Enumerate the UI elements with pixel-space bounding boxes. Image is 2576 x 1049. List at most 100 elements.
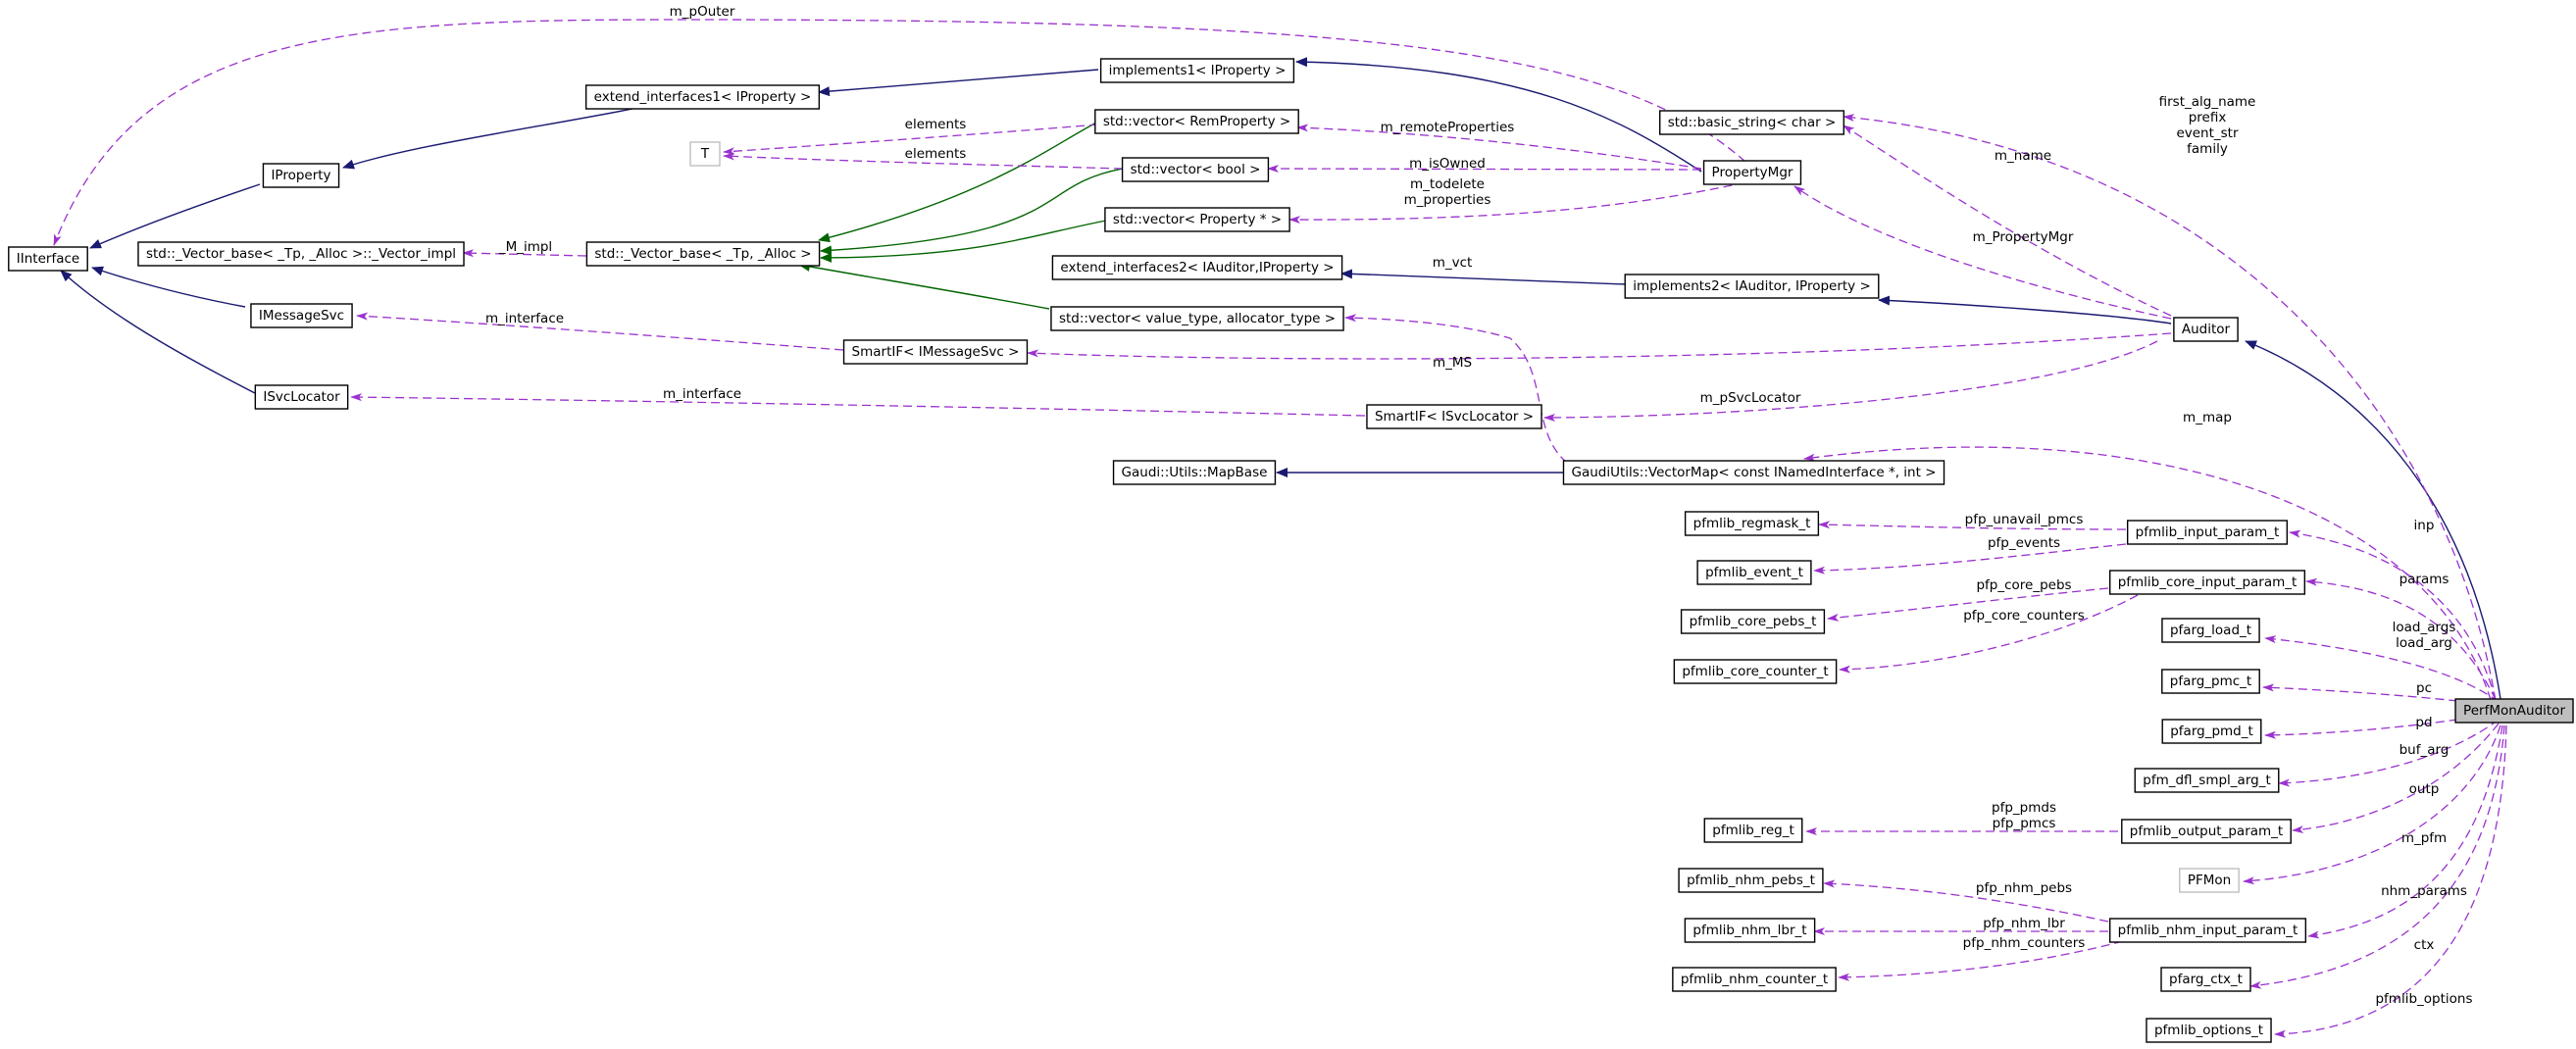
label-pfp_unavail_pmcs: pfp_unavail_pmcs [1965,512,2084,527]
edge-auditor-strings [1843,114,2497,702]
node-T[interactable]: T [689,141,721,167]
node-imessagesvc[interactable]: IMessageSvc [250,303,353,328]
edge-iproperty-to-iinterface [89,183,261,249]
node-vector-remproperty[interactable]: std::vector< RemProperty > [1094,109,1299,134]
node-vector-property[interactable]: std::vector< Property * > [1104,207,1290,232]
node-pfarg-load[interactable]: pfarg_load_t [2161,618,2260,643]
node-pfarg-ctx[interactable]: pfarg_ctx_t [2160,967,2251,992]
label-elements-bool: elements [905,146,967,162]
edge-inp [2289,529,2497,701]
node-nhm-input-param[interactable]: pfmlib_nhm_input_param_t [2108,918,2307,943]
edge-pfp_core_counters [1839,594,2139,674]
node-vectormap[interactable]: GaudiUtils::VectorMap< const INamedInter… [1562,460,1945,485]
svg-text:PropertyMgr: PropertyMgr [1712,165,1793,180]
node-implements2[interactable]: implements2< IAuditor, IProperty > [1624,274,1880,299]
node-input-param[interactable]: pfmlib_input_param_t [2126,520,2289,545]
node-vector-bool[interactable]: std::vector< bool > [1121,157,1270,182]
node-nhm-pebs[interactable]: pfmlib_nhm_pebs_t [1678,868,1824,893]
svg-text:extend_interfaces1< IProperty: extend_interfaces1< IProperty > [594,89,812,105]
edge-imsgsvc-to-iinterface [91,266,246,308]
node-auditor[interactable]: Auditor [2173,317,2239,342]
node-implements1[interactable]: implements1< IProperty > [1099,58,1295,83]
svg-text:IMessageSvc: IMessageSvc [259,308,344,324]
node-mapbase[interactable]: Gaudi::Utils::MapBase [1112,460,1277,485]
node-core-pebs[interactable]: pfmlib_core_pebs_t [1680,609,1826,634]
svg-text:std::basic_string< char >: std::basic_string< char > [1668,115,1837,130]
edge-m_interface-msg [356,312,844,351]
node-event[interactable]: pfmlib_event_t [1696,560,1812,585]
node-regmask[interactable]: pfmlib_regmask_t [1684,511,1820,536]
node-iproperty[interactable]: IProperty [262,163,340,188]
node-basic-string[interactable]: std::basic_string< char > [1659,110,1844,135]
node-vector-base[interactable]: std::_Vector_base< _Tp, _Alloc > [585,241,821,267]
node-core-input-param[interactable]: pfmlib_core_input_param_t [2108,570,2306,595]
svg-text:pfmlib_event_t: pfmlib_event_t [1705,565,1803,580]
label-pfp_nhm_lbr: pfp_nhm_lbr [1983,916,2065,931]
label-m_name: m_name [1995,148,2051,164]
label-m_remoteProperties: m_remoteProperties [1381,120,1515,135]
svg-text:pfmlib_core_counter_t: pfmlib_core_counter_t [1682,664,1828,679]
svg-text:pfarg_load_t: pfarg_load_t [2170,623,2251,638]
edge-m_name [1843,125,2172,317]
svg-text:pfmlib_options_t: pfmlib_options_t [2154,1023,2263,1038]
svg-text:PFMon: PFMon [2188,873,2231,888]
node-vector-base-impl[interactable]: std::_Vector_base< _Tp, _Alloc >::_Vecto… [137,241,465,267]
edge-vecval-to-vb [798,261,1050,310]
node-options[interactable]: pfmlib_options_t [2146,1018,2272,1043]
label-load_arg: load_arg [2396,635,2452,651]
edge-load [2264,635,2500,703]
node-smartif-imessagesvc[interactable]: SmartIF< IMessageSvc > [842,339,1029,365]
edge-m_pOuter [53,19,1746,246]
edge-isvcloc-to-iinterface [60,270,256,394]
edge-pfp_events [1813,543,2127,574]
label-M_impl: _M_impl [498,239,552,255]
svg-text:T: T [700,146,710,162]
node-nhm-lbr[interactable]: pfmlib_nhm_lbr_t [1684,918,1816,943]
svg-text:pfmlib_nhm_pebs_t: pfmlib_nhm_pebs_t [1687,873,1815,888]
node-nhm-counter[interactable]: pfmlib_nhm_counter_t [1672,967,1837,992]
edge-m_pSvcLocator [1543,340,2158,422]
edge-vecrem-to-vb [818,121,1099,243]
node-isvclocator[interactable]: ISvcLocator [254,384,349,410]
edge-propmgr-to-impl1 [1295,57,1702,173]
svg-text:IProperty: IProperty [271,168,330,183]
label-m_map: m_map [2183,410,2232,425]
node-core-counter[interactable]: pfmlib_core_counter_t [1673,659,1838,684]
node-extend-interfaces1[interactable]: extend_interfaces1< IProperty > [584,84,821,110]
node-pfmon[interactable]: PFMon [2179,868,2240,893]
edge-labels: m_pOuter elements elements m_remotePrope… [485,4,2473,1007]
node-extend-interfaces2[interactable]: extend_interfaces2< IAuditor,IProperty > [1051,255,1343,280]
edge-pfp_core_pebs [1827,587,2109,622]
label-load_args: load_args [2393,620,2456,635]
node-smartif-isvclocator[interactable]: SmartIF< ISvcLocator > [1366,404,1542,429]
label-buf_arg: buf_arg [2399,742,2450,758]
node-dfl-smpl-arg[interactable]: pfm_dfl_smpl_arg_t [2134,768,2280,793]
label-m_isOwned: m_isOwned [1409,156,1486,172]
label-event_str: event_str [2176,125,2239,141]
edge-m_remoteProperties [1296,124,1702,170]
nodes: extend_interfaces1< IProperty > implemen… [8,58,2574,1043]
svg-text:IInterface: IInterface [17,251,79,267]
svg-text:std::_Vector_base< _Tp, _Alloc: std::_Vector_base< _Tp, _Alloc >::_Vecto… [146,246,456,262]
svg-text:Gaudi::Utils::MapBase: Gaudi::Utils::MapBase [1122,465,1268,480]
label-m_vct: m_vct [1433,255,1473,271]
edge-m_isOwned [1267,165,1702,174]
node-iinterface[interactable]: IInterface [8,246,88,272]
svg-text:pfmlib_nhm_input_param_t: pfmlib_nhm_input_param_t [2118,923,2298,938]
node-propertymgr[interactable]: PropertyMgr [1702,160,1802,185]
node-perfmonauditor[interactable]: PerfMonAuditor [2454,698,2574,724]
node-pfarg-pmc[interactable]: pfarg_pmc_t [2161,669,2260,694]
node-pfarg-pmd[interactable]: pfarg_pmd_t [2161,719,2262,744]
label-m_MS: m_MS [1433,355,1472,371]
label-m_interface-svc: m_interface [663,386,741,402]
node-vector-value-type[interactable]: std::vector< value_type, allocator_type … [1050,306,1344,331]
node-output-param[interactable]: pfmlib_output_param_t [2121,819,2292,844]
node-reg[interactable]: pfmlib_reg_t [1703,818,1803,843]
label-m_interface-msg: m_interface [485,311,564,326]
label-m_pOuter: m_pOuter [670,4,735,20]
edge-m_MS [1027,332,2172,360]
edge-elements-rem [723,124,1099,156]
label-pfp_events: pfp_events [1988,535,2060,551]
label-pfp_nhm_pebs: pfp_nhm_pebs [1976,880,2072,896]
